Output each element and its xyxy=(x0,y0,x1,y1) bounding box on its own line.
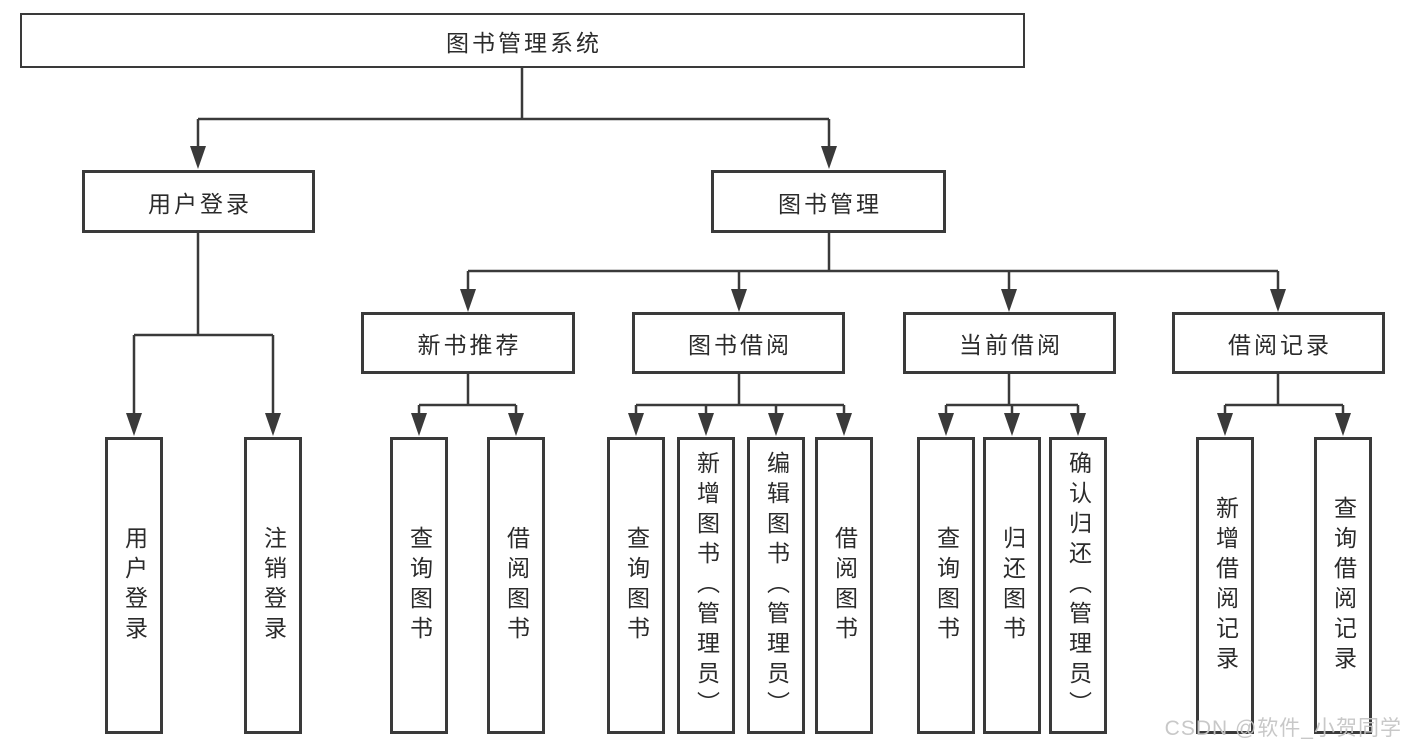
node-leaf-borrow-books-2: 借阅图书 xyxy=(815,437,873,734)
node-leaf-query-books-2: 查询图书 xyxy=(607,437,665,734)
node-leaf-return-books: 归还图书 xyxy=(983,437,1041,734)
node-borrowing-records: 借阅记录 xyxy=(1172,312,1385,374)
node-leaf-confirm-return-admin: 确认归还（管理员） xyxy=(1049,437,1107,734)
node-leaf-logout: 注销登录 xyxy=(244,437,302,734)
node-library-management-system: 图书管理系统 xyxy=(20,13,1025,68)
node-leaf-add-books-admin: 新增图书（管理员） xyxy=(677,437,735,734)
node-leaf-edit-books-admin: 编辑图书（管理员） xyxy=(747,437,805,734)
node-leaf-query-books-3: 查询图书 xyxy=(917,437,975,734)
node-user-login: 用户登录 xyxy=(82,170,315,233)
node-leaf-query-borrow-record: 查询借阅记录 xyxy=(1314,437,1372,734)
node-book-management: 图书管理 xyxy=(711,170,946,233)
node-book-borrowing: 图书借阅 xyxy=(632,312,845,374)
node-current-borrowing: 当前借阅 xyxy=(903,312,1116,374)
node-leaf-user-login: 用户登录 xyxy=(105,437,163,734)
node-new-book-recommendation: 新书推荐 xyxy=(361,312,575,374)
node-leaf-query-books-1: 查询图书 xyxy=(390,437,448,734)
csdn-watermark: CSDN @软件_小贺同学 xyxy=(1164,717,1402,740)
node-leaf-borrow-books-1: 借阅图书 xyxy=(487,437,545,734)
arrowheads xyxy=(126,146,1351,436)
node-leaf-add-borrow-record: 新增借阅记录 xyxy=(1196,437,1254,734)
